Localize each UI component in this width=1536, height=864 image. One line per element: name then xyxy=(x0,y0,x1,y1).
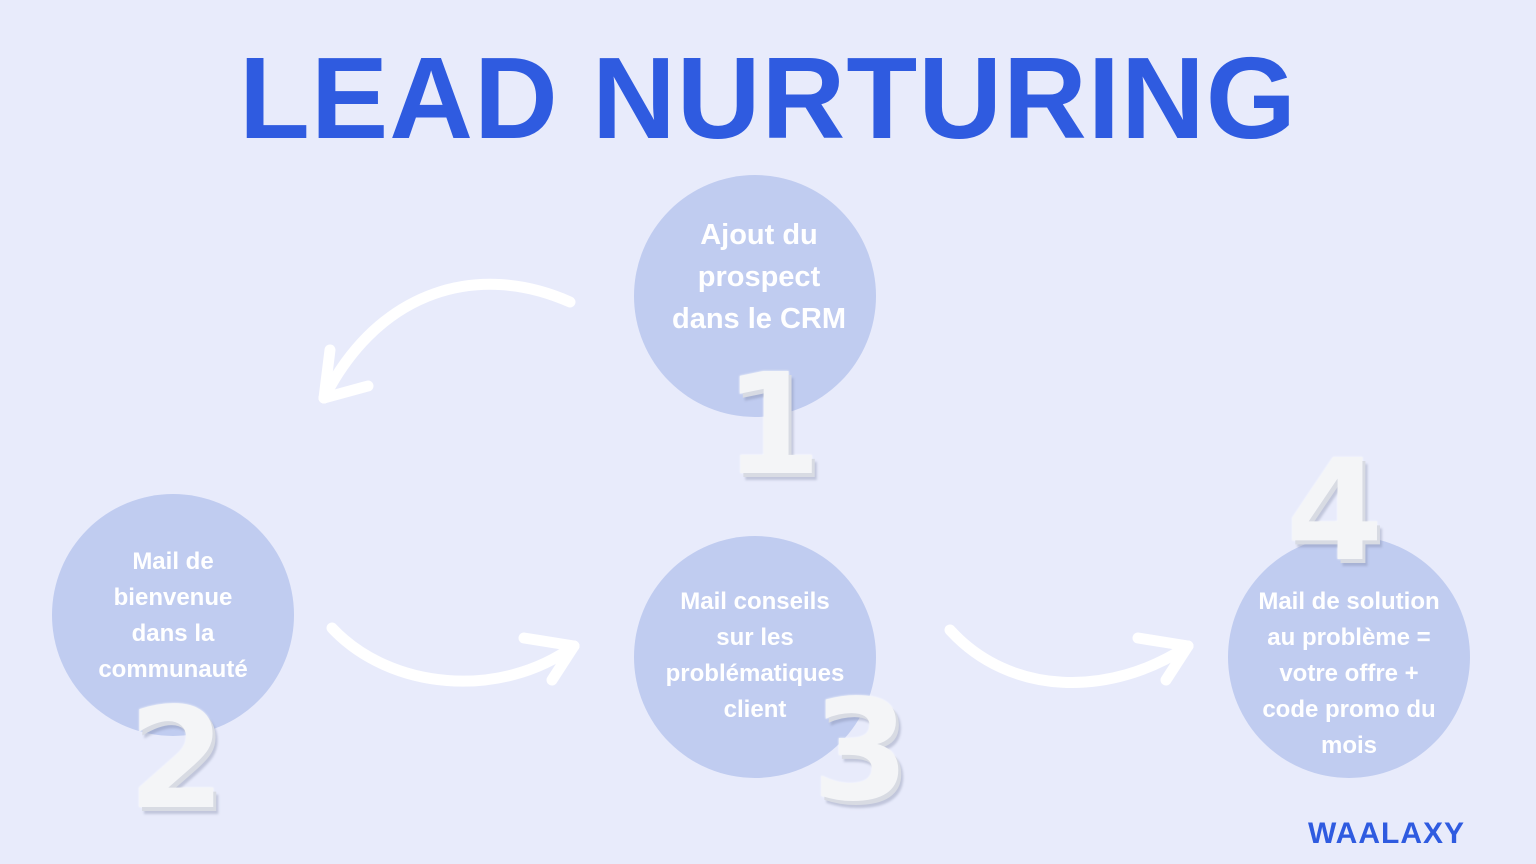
step-3-number: 3 xyxy=(812,670,910,833)
step-4-circle xyxy=(1228,536,1470,778)
step-2-circle xyxy=(52,494,294,736)
step-1-text: Ajout du prospect dans le CRM xyxy=(671,219,847,335)
brand-logo: WAALAXY xyxy=(1308,817,1465,850)
step-4-number: 4 xyxy=(1286,430,1384,593)
arrow-step1-to-step2 xyxy=(318,278,576,404)
arrow-step2-to-step3 xyxy=(326,622,580,687)
step-3-text: Mail conseils sur les problématiques cli… xyxy=(665,588,845,723)
step-1-circle xyxy=(634,175,876,417)
page-title: LEAD NURTURING xyxy=(239,33,1297,163)
step-1-number: 1 xyxy=(724,344,822,507)
step-4-text: Mail de solution au problème = votre off… xyxy=(1258,588,1440,759)
step-2-number: 2 xyxy=(128,678,226,841)
step-3-circle xyxy=(634,536,876,778)
arrow-step3-to-step4 xyxy=(944,624,1194,688)
step-2-text: Mail de bienvenue dans la communauté xyxy=(98,548,248,683)
